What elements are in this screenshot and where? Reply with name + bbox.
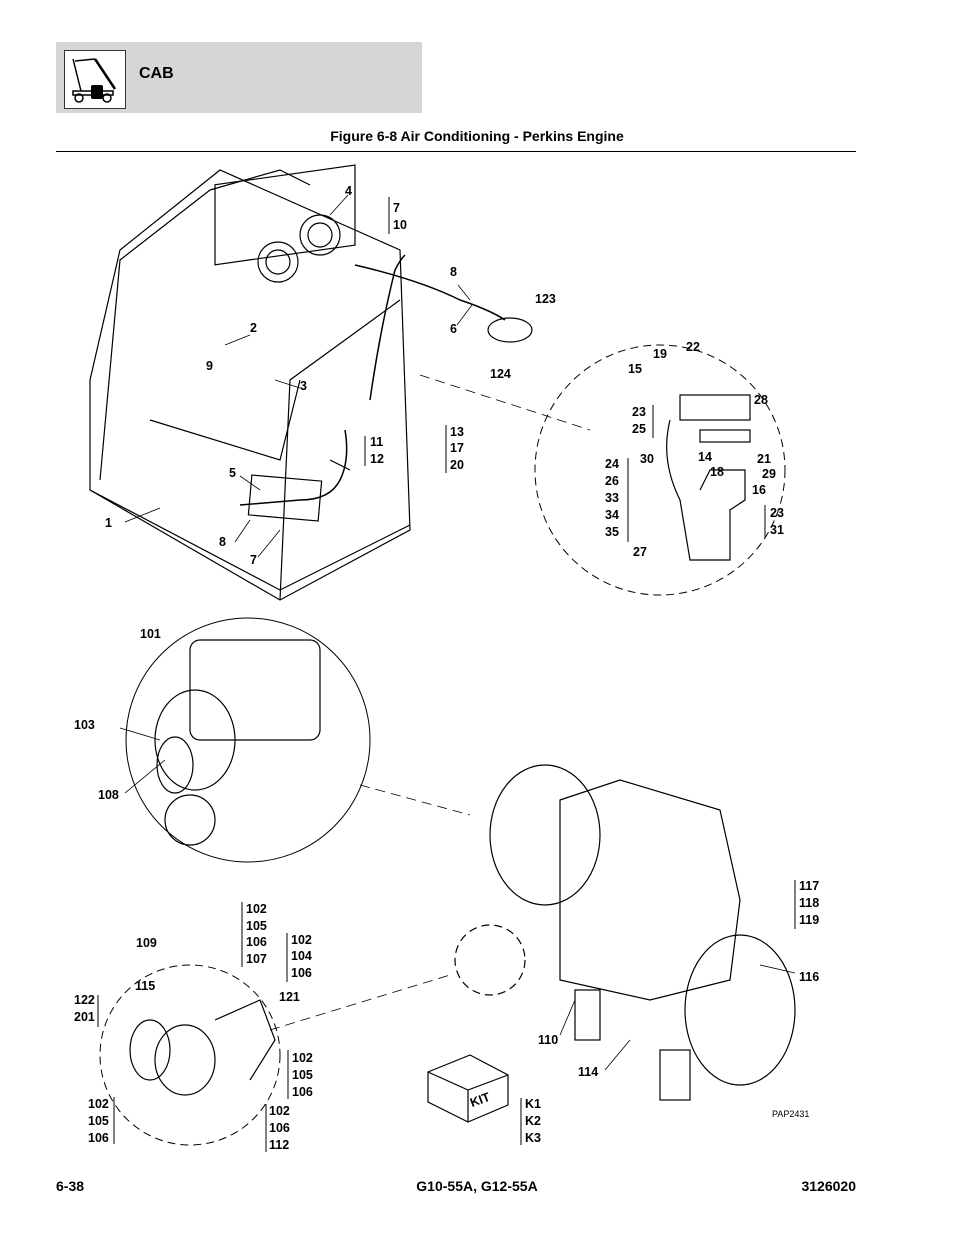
callout-12: 12 xyxy=(370,452,384,466)
cab-frame xyxy=(89,164,411,601)
callout-30: 30 xyxy=(640,452,654,466)
callout-33: 33 xyxy=(605,491,619,505)
callout-2: 2 xyxy=(250,321,257,335)
callout-11: 11 xyxy=(370,435,383,449)
callout-k1: K1 xyxy=(525,1097,541,1111)
callout-24: 24 xyxy=(605,457,619,471)
callout-121: 121 xyxy=(279,990,300,1004)
callout-102a: 102 xyxy=(246,902,267,916)
callout-28: 28 xyxy=(754,393,768,407)
callout-101: 101 xyxy=(140,627,161,641)
page-number: 6-38 xyxy=(56,1178,85,1194)
callout-105b: 105 xyxy=(292,1068,313,1082)
callout-109: 109 xyxy=(136,936,157,950)
callout-106c: 106 xyxy=(292,1085,313,1099)
detail-connector-lines xyxy=(269,374,591,1031)
callout-k3: K3 xyxy=(525,1131,541,1145)
callout-105a: 105 xyxy=(246,919,267,933)
callout-25: 25 xyxy=(632,422,646,436)
callout-9: 9 xyxy=(206,359,213,373)
callout-5: 5 xyxy=(229,466,236,480)
condenser-fans xyxy=(257,214,341,283)
callout-31: 31 xyxy=(770,523,784,537)
evaporator xyxy=(247,317,533,522)
callout-10: 10 xyxy=(393,218,407,232)
callout-115: 115 xyxy=(135,979,155,993)
callout-13: 13 xyxy=(450,425,464,439)
callout-k2: K2 xyxy=(525,1114,541,1128)
callout-106d: 106 xyxy=(269,1121,290,1135)
callout-22: 22 xyxy=(686,340,700,354)
callout-110: 110 xyxy=(538,1033,558,1047)
kit-label: KIT xyxy=(468,1090,492,1110)
callout-123: 123 xyxy=(535,292,556,306)
callout-117: 117 xyxy=(799,879,819,893)
callout-122: 122 xyxy=(74,993,95,1007)
callout-18: 18 xyxy=(710,465,724,479)
callout-119: 119 xyxy=(799,913,819,927)
callout-106e: 106 xyxy=(88,1131,109,1145)
compressor-detail xyxy=(129,999,276,1096)
detail-circle-compressor xyxy=(99,964,281,1146)
callout-23b: 23 xyxy=(770,506,784,520)
telehandler-icon xyxy=(64,50,126,109)
callout-29: 29 xyxy=(762,467,776,481)
callout-14: 14 xyxy=(698,450,712,464)
callout-26: 26 xyxy=(605,474,619,488)
callout-8b: 8 xyxy=(219,535,226,549)
callout-17: 17 xyxy=(450,441,464,455)
document-number: 3126020 xyxy=(801,1178,856,1194)
callout-20: 20 xyxy=(450,458,464,472)
callout-107: 107 xyxy=(246,952,267,966)
figure-title: Figure 6-8 Air Conditioning - Perkins En… xyxy=(330,128,624,144)
callout-34: 34 xyxy=(605,508,619,522)
callout-35: 35 xyxy=(605,525,619,539)
callout-4: 4 xyxy=(345,184,352,198)
callout-19: 19 xyxy=(653,347,667,361)
figure-image-id: PAP2431 xyxy=(772,1109,809,1119)
callout-105c: 105 xyxy=(88,1114,109,1128)
callout-118: 118 xyxy=(799,896,819,910)
detail-circle-duct xyxy=(534,344,786,596)
callout-6: 6 xyxy=(450,322,457,336)
duct-detail xyxy=(666,394,751,561)
callout-108: 108 xyxy=(98,788,119,802)
leader-lines xyxy=(119,194,796,1071)
model-numbers: G10-55A, G12-55A xyxy=(416,1178,538,1194)
callout-16: 16 xyxy=(752,483,766,497)
callout-23: 23 xyxy=(632,405,646,419)
callout-114: 114 xyxy=(578,1065,598,1079)
callout-1: 1 xyxy=(105,516,112,530)
callout-21: 21 xyxy=(757,452,771,466)
callout-116: 116 xyxy=(799,970,819,984)
callout-103: 103 xyxy=(74,718,95,732)
callout-102e: 102 xyxy=(269,1104,290,1118)
callout-8: 8 xyxy=(450,265,457,279)
detail-circle-pulley xyxy=(125,617,371,863)
callout-124: 124 xyxy=(490,367,511,381)
kit-box xyxy=(427,1054,509,1123)
hose-runs xyxy=(239,254,506,506)
engine-assembly xyxy=(454,764,796,1101)
callout-7b: 7 xyxy=(250,553,257,567)
callout-106b: 106 xyxy=(291,966,312,980)
callout-3: 3 xyxy=(300,379,307,393)
section-title: CAB xyxy=(139,65,174,82)
callout-102b: 102 xyxy=(291,933,312,947)
callout-201: 201 xyxy=(74,1010,95,1024)
pulley-detail xyxy=(154,639,321,846)
callout-102d: 102 xyxy=(88,1097,109,1111)
callout-104: 104 xyxy=(291,949,312,963)
callout-112: 112 xyxy=(269,1138,289,1152)
callout-106a: 106 xyxy=(246,935,267,949)
callout-7: 7 xyxy=(393,201,400,215)
callout-15: 15 xyxy=(628,362,642,376)
callout-102c: 102 xyxy=(292,1051,313,1065)
title-rule xyxy=(56,151,856,152)
section-header: CAB xyxy=(56,42,422,113)
callout-27: 27 xyxy=(633,545,647,559)
callout-brackets xyxy=(97,197,796,1152)
